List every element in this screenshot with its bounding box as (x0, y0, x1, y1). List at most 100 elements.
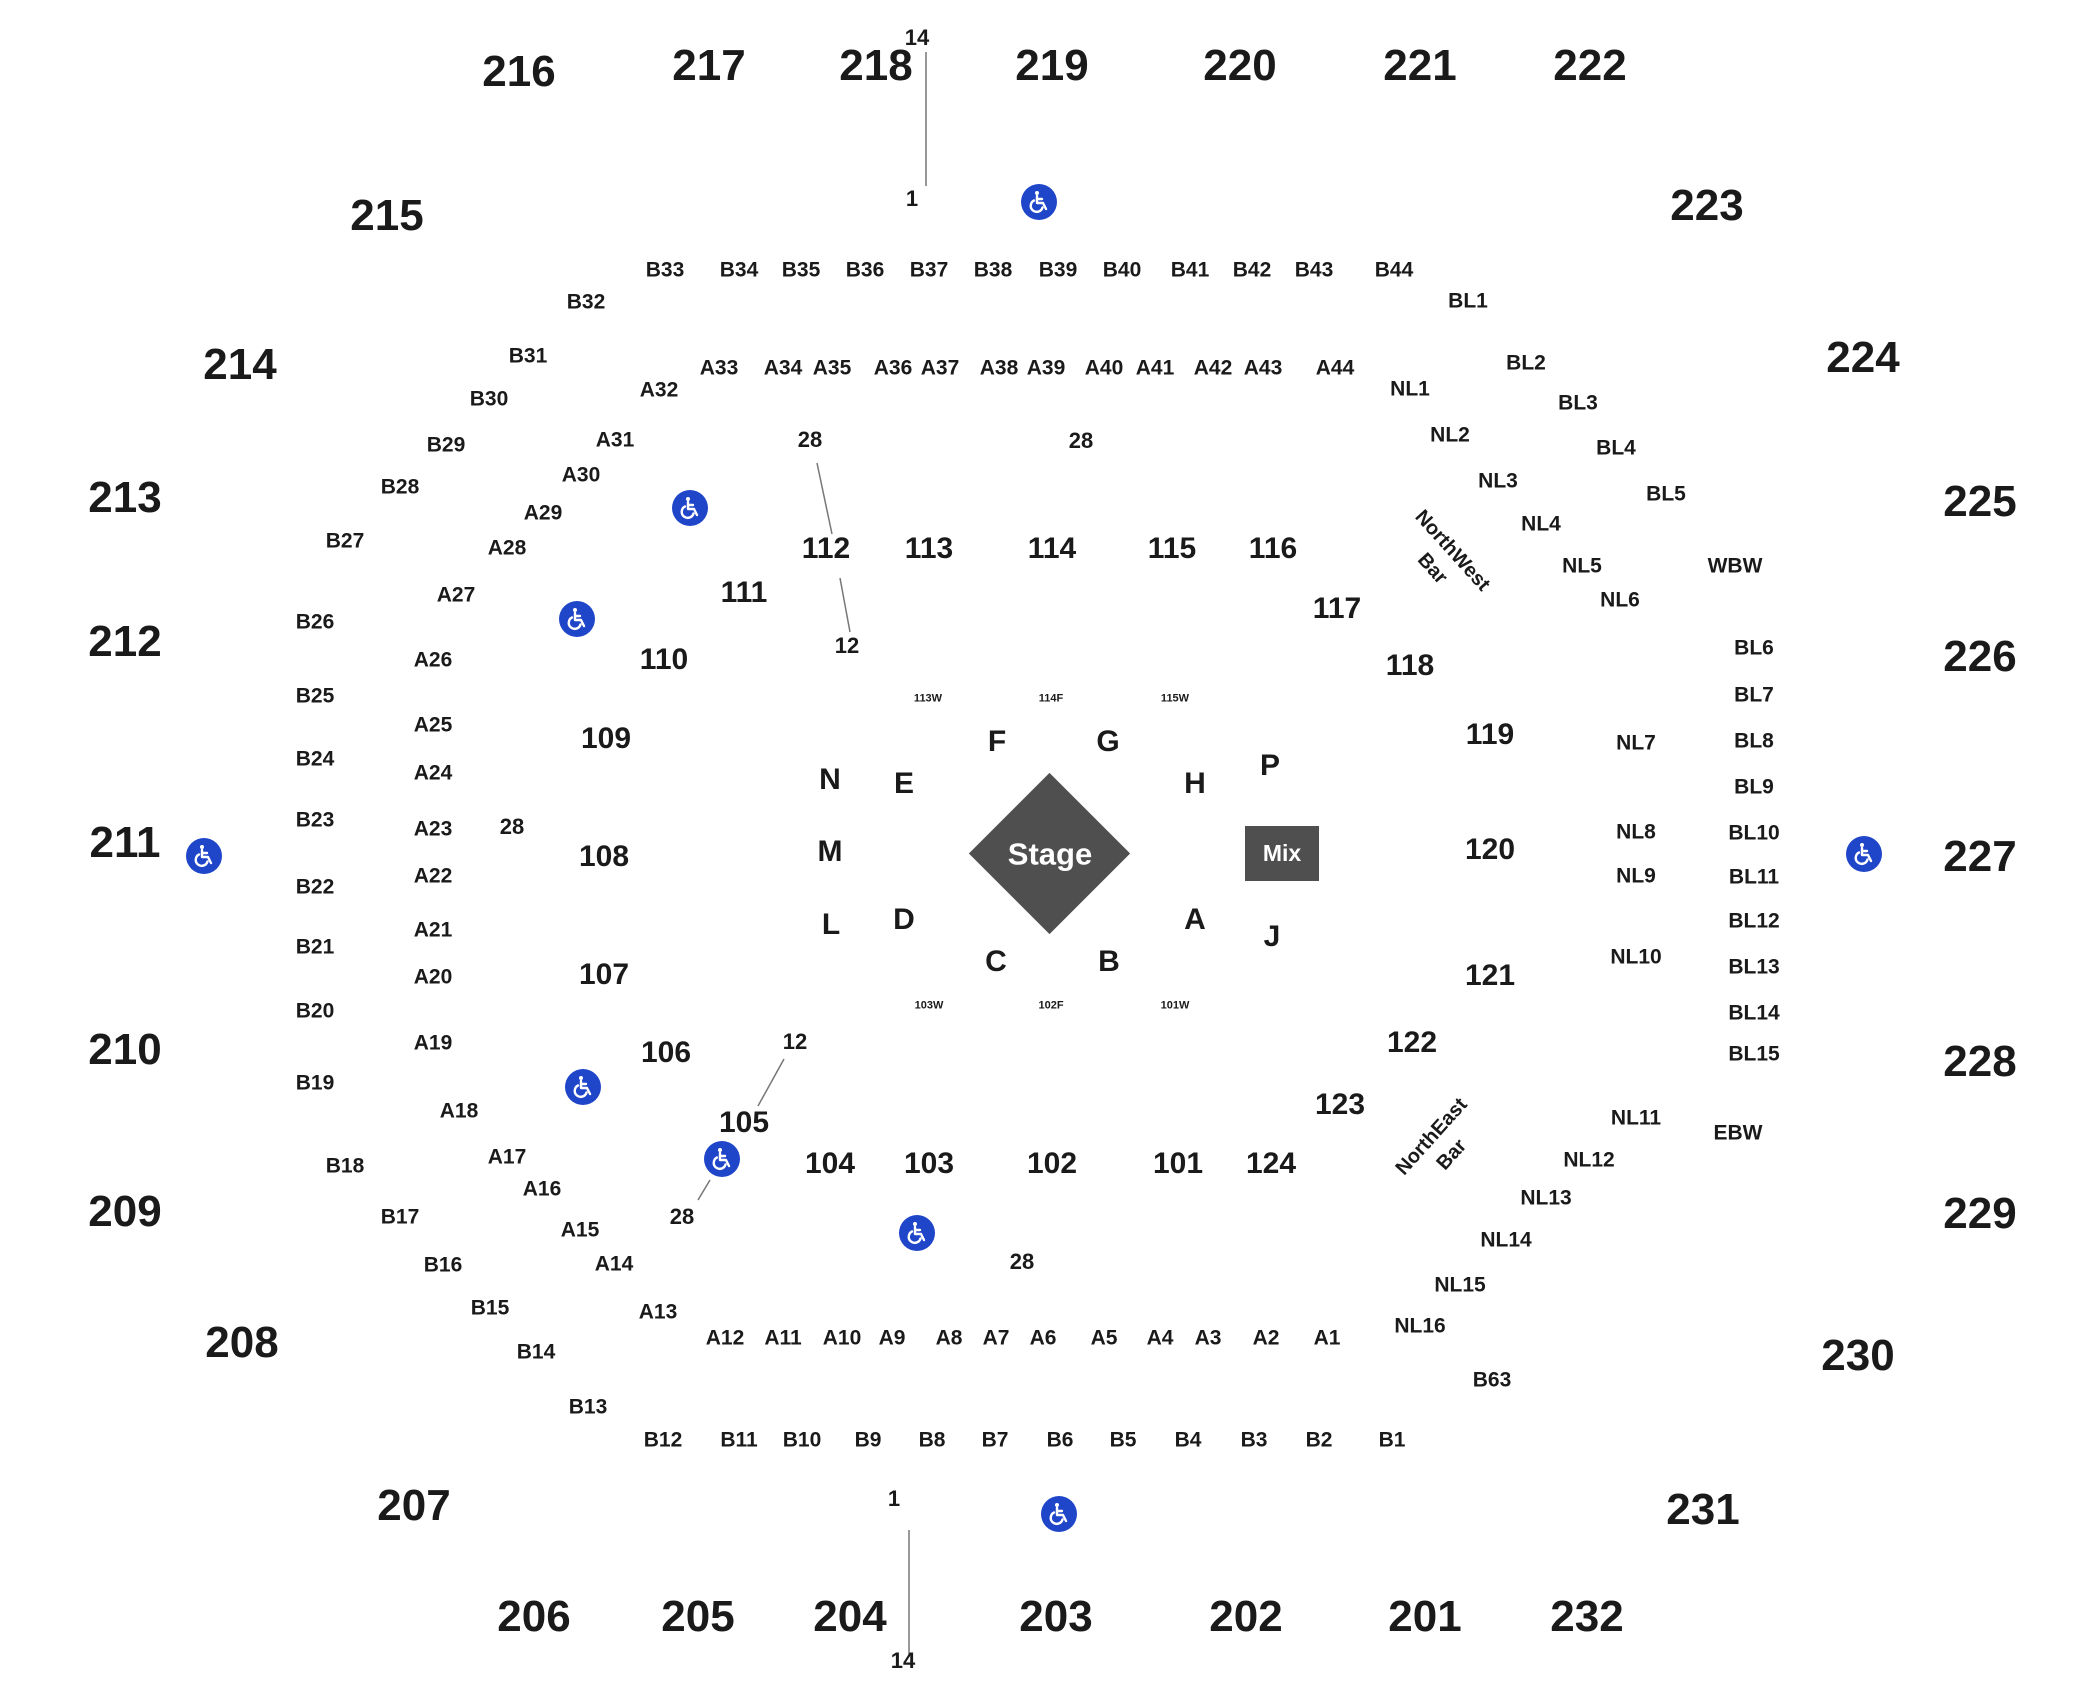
floor-section-p[interactable]: P (1259, 749, 1281, 782)
row-b26[interactable]: B26 (295, 610, 335, 634)
row-b4[interactable]: B4 (1174, 1428, 1202, 1452)
section-203[interactable]: 203 (1019, 1592, 1093, 1641)
row-b9[interactable]: B9 (854, 1428, 882, 1452)
section-210[interactable]: 210 (88, 1025, 162, 1074)
row-a44[interactable]: A44 (1315, 356, 1355, 380)
row-b23[interactable]: B23 (295, 808, 335, 832)
row-a13[interactable]: A13 (638, 1300, 678, 1324)
row-b31[interactable]: B31 (508, 344, 548, 368)
section-108[interactable]: 108 (578, 840, 630, 873)
row-b25[interactable]: B25 (295, 684, 335, 708)
row-a10[interactable]: A10 (822, 1326, 862, 1350)
row-b15[interactable]: B15 (470, 1296, 510, 1320)
row-a20[interactable]: A20 (413, 965, 453, 989)
row-nl10[interactable]: NL10 (1610, 945, 1662, 969)
row-a15[interactable]: A15 (560, 1218, 600, 1242)
row-bl14[interactable]: BL14 (1728, 1001, 1780, 1025)
row-b24[interactable]: B24 (295, 747, 335, 771)
row-nl16[interactable]: NL16 (1394, 1314, 1446, 1338)
row-bl7[interactable]: BL7 (1734, 683, 1774, 707)
row-b17[interactable]: B17 (380, 1205, 420, 1229)
row-a34[interactable]: A34 (763, 356, 803, 380)
row-bl12[interactable]: BL12 (1728, 909, 1780, 933)
row-nl7[interactable]: NL7 (1616, 731, 1656, 755)
section-208[interactable]: 208 (205, 1318, 279, 1367)
floor-section-a[interactable]: A (1184, 903, 1206, 936)
row-b33[interactable]: B33 (645, 258, 685, 282)
section-109[interactable]: 109 (580, 722, 632, 755)
row-b29[interactable]: B29 (426, 433, 466, 457)
row-a6[interactable]: A6 (1029, 1326, 1057, 1350)
section-230[interactable]: 230 (1821, 1331, 1895, 1380)
row-b32[interactable]: B32 (566, 290, 606, 314)
section-215[interactable]: 215 (350, 191, 424, 240)
row-a9[interactable]: A9 (878, 1326, 906, 1350)
section-104[interactable]: 104 (804, 1147, 856, 1180)
row-b21[interactable]: B21 (295, 935, 335, 959)
row-b42[interactable]: B42 (1232, 258, 1272, 282)
row-a17[interactable]: A17 (487, 1145, 527, 1169)
row-a23[interactable]: A23 (413, 817, 453, 841)
section-122[interactable]: 122 (1386, 1026, 1438, 1059)
row-bl13[interactable]: BL13 (1728, 955, 1780, 979)
section-107[interactable]: 107 (578, 958, 630, 991)
row-bl8[interactable]: BL8 (1734, 729, 1774, 753)
section-209[interactable]: 209 (88, 1187, 162, 1236)
row-b6[interactable]: B6 (1046, 1428, 1074, 1452)
row-a19[interactable]: A19 (413, 1031, 453, 1055)
row-b7[interactable]: B7 (981, 1428, 1009, 1452)
row-a38[interactable]: A38 (979, 356, 1019, 380)
area-ebw[interactable]: EBW (1713, 1121, 1763, 1145)
row-nl15[interactable]: NL15 (1434, 1273, 1486, 1297)
floor-section-n[interactable]: N (819, 763, 841, 796)
row-b40[interactable]: B40 (1102, 258, 1142, 282)
row-a16[interactable]: A16 (522, 1177, 562, 1201)
floor-subsection-101w[interactable]: 101W (1160, 999, 1190, 1012)
row-a3[interactable]: A3 (1194, 1326, 1222, 1350)
area-wbw[interactable]: WBW (1707, 554, 1763, 578)
row-a36[interactable]: A36 (873, 356, 913, 380)
row-b13[interactable]: B13 (568, 1395, 608, 1419)
floor-section-f[interactable]: F (987, 725, 1007, 758)
section-213[interactable]: 213 (88, 473, 162, 522)
row-a24[interactable]: A24 (413, 761, 453, 785)
row-a8[interactable]: A8 (935, 1326, 963, 1350)
row-nl6[interactable]: NL6 (1600, 588, 1640, 612)
section-120[interactable]: 120 (1464, 833, 1516, 866)
row-b37[interactable]: B37 (909, 258, 949, 282)
row-a21[interactable]: A21 (413, 918, 453, 942)
section-114[interactable]: 114 (1027, 532, 1077, 565)
section-228[interactable]: 228 (1943, 1037, 2017, 1086)
section-229[interactable]: 229 (1943, 1189, 2017, 1238)
row-b34[interactable]: B34 (719, 258, 759, 282)
section-223[interactable]: 223 (1670, 181, 1744, 230)
section-214[interactable]: 214 (203, 340, 277, 389)
row-b14[interactable]: B14 (516, 1340, 556, 1364)
row-a41[interactable]: A41 (1135, 356, 1175, 380)
row-b1[interactable]: B1 (1378, 1428, 1406, 1452)
row-b41[interactable]: B41 (1170, 258, 1210, 282)
section-222[interactable]: 222 (1553, 41, 1627, 90)
section-111[interactable]: 111 (720, 576, 768, 609)
row-nl1[interactable]: NL1 (1390, 377, 1430, 401)
row-a22[interactable]: A22 (413, 864, 453, 888)
row-b44[interactable]: B44 (1374, 258, 1414, 282)
row-nl3[interactable]: NL3 (1478, 469, 1518, 493)
section-212[interactable]: 212 (88, 617, 162, 666)
row-bl3[interactable]: BL3 (1558, 391, 1598, 415)
row-a4[interactable]: A4 (1146, 1326, 1174, 1350)
row-b30[interactable]: B30 (469, 387, 509, 411)
row-bl1[interactable]: BL1 (1448, 289, 1488, 313)
floor-subsection-114f[interactable]: 114F (1038, 692, 1064, 705)
row-b22[interactable]: B22 (295, 875, 335, 899)
section-224[interactable]: 224 (1826, 333, 1900, 382)
section-119[interactable]: 119 (1465, 718, 1515, 751)
row-b36[interactable]: B36 (845, 258, 885, 282)
row-nl11[interactable]: NL11 (1610, 1106, 1662, 1130)
floor-section-j[interactable]: J (1263, 920, 1281, 953)
row-nl4[interactable]: NL4 (1521, 512, 1561, 536)
row-b18[interactable]: B18 (325, 1154, 365, 1178)
row-a29[interactable]: A29 (523, 501, 563, 525)
row-bl9[interactable]: BL9 (1734, 775, 1774, 799)
section-112[interactable]: 112 (801, 532, 851, 565)
